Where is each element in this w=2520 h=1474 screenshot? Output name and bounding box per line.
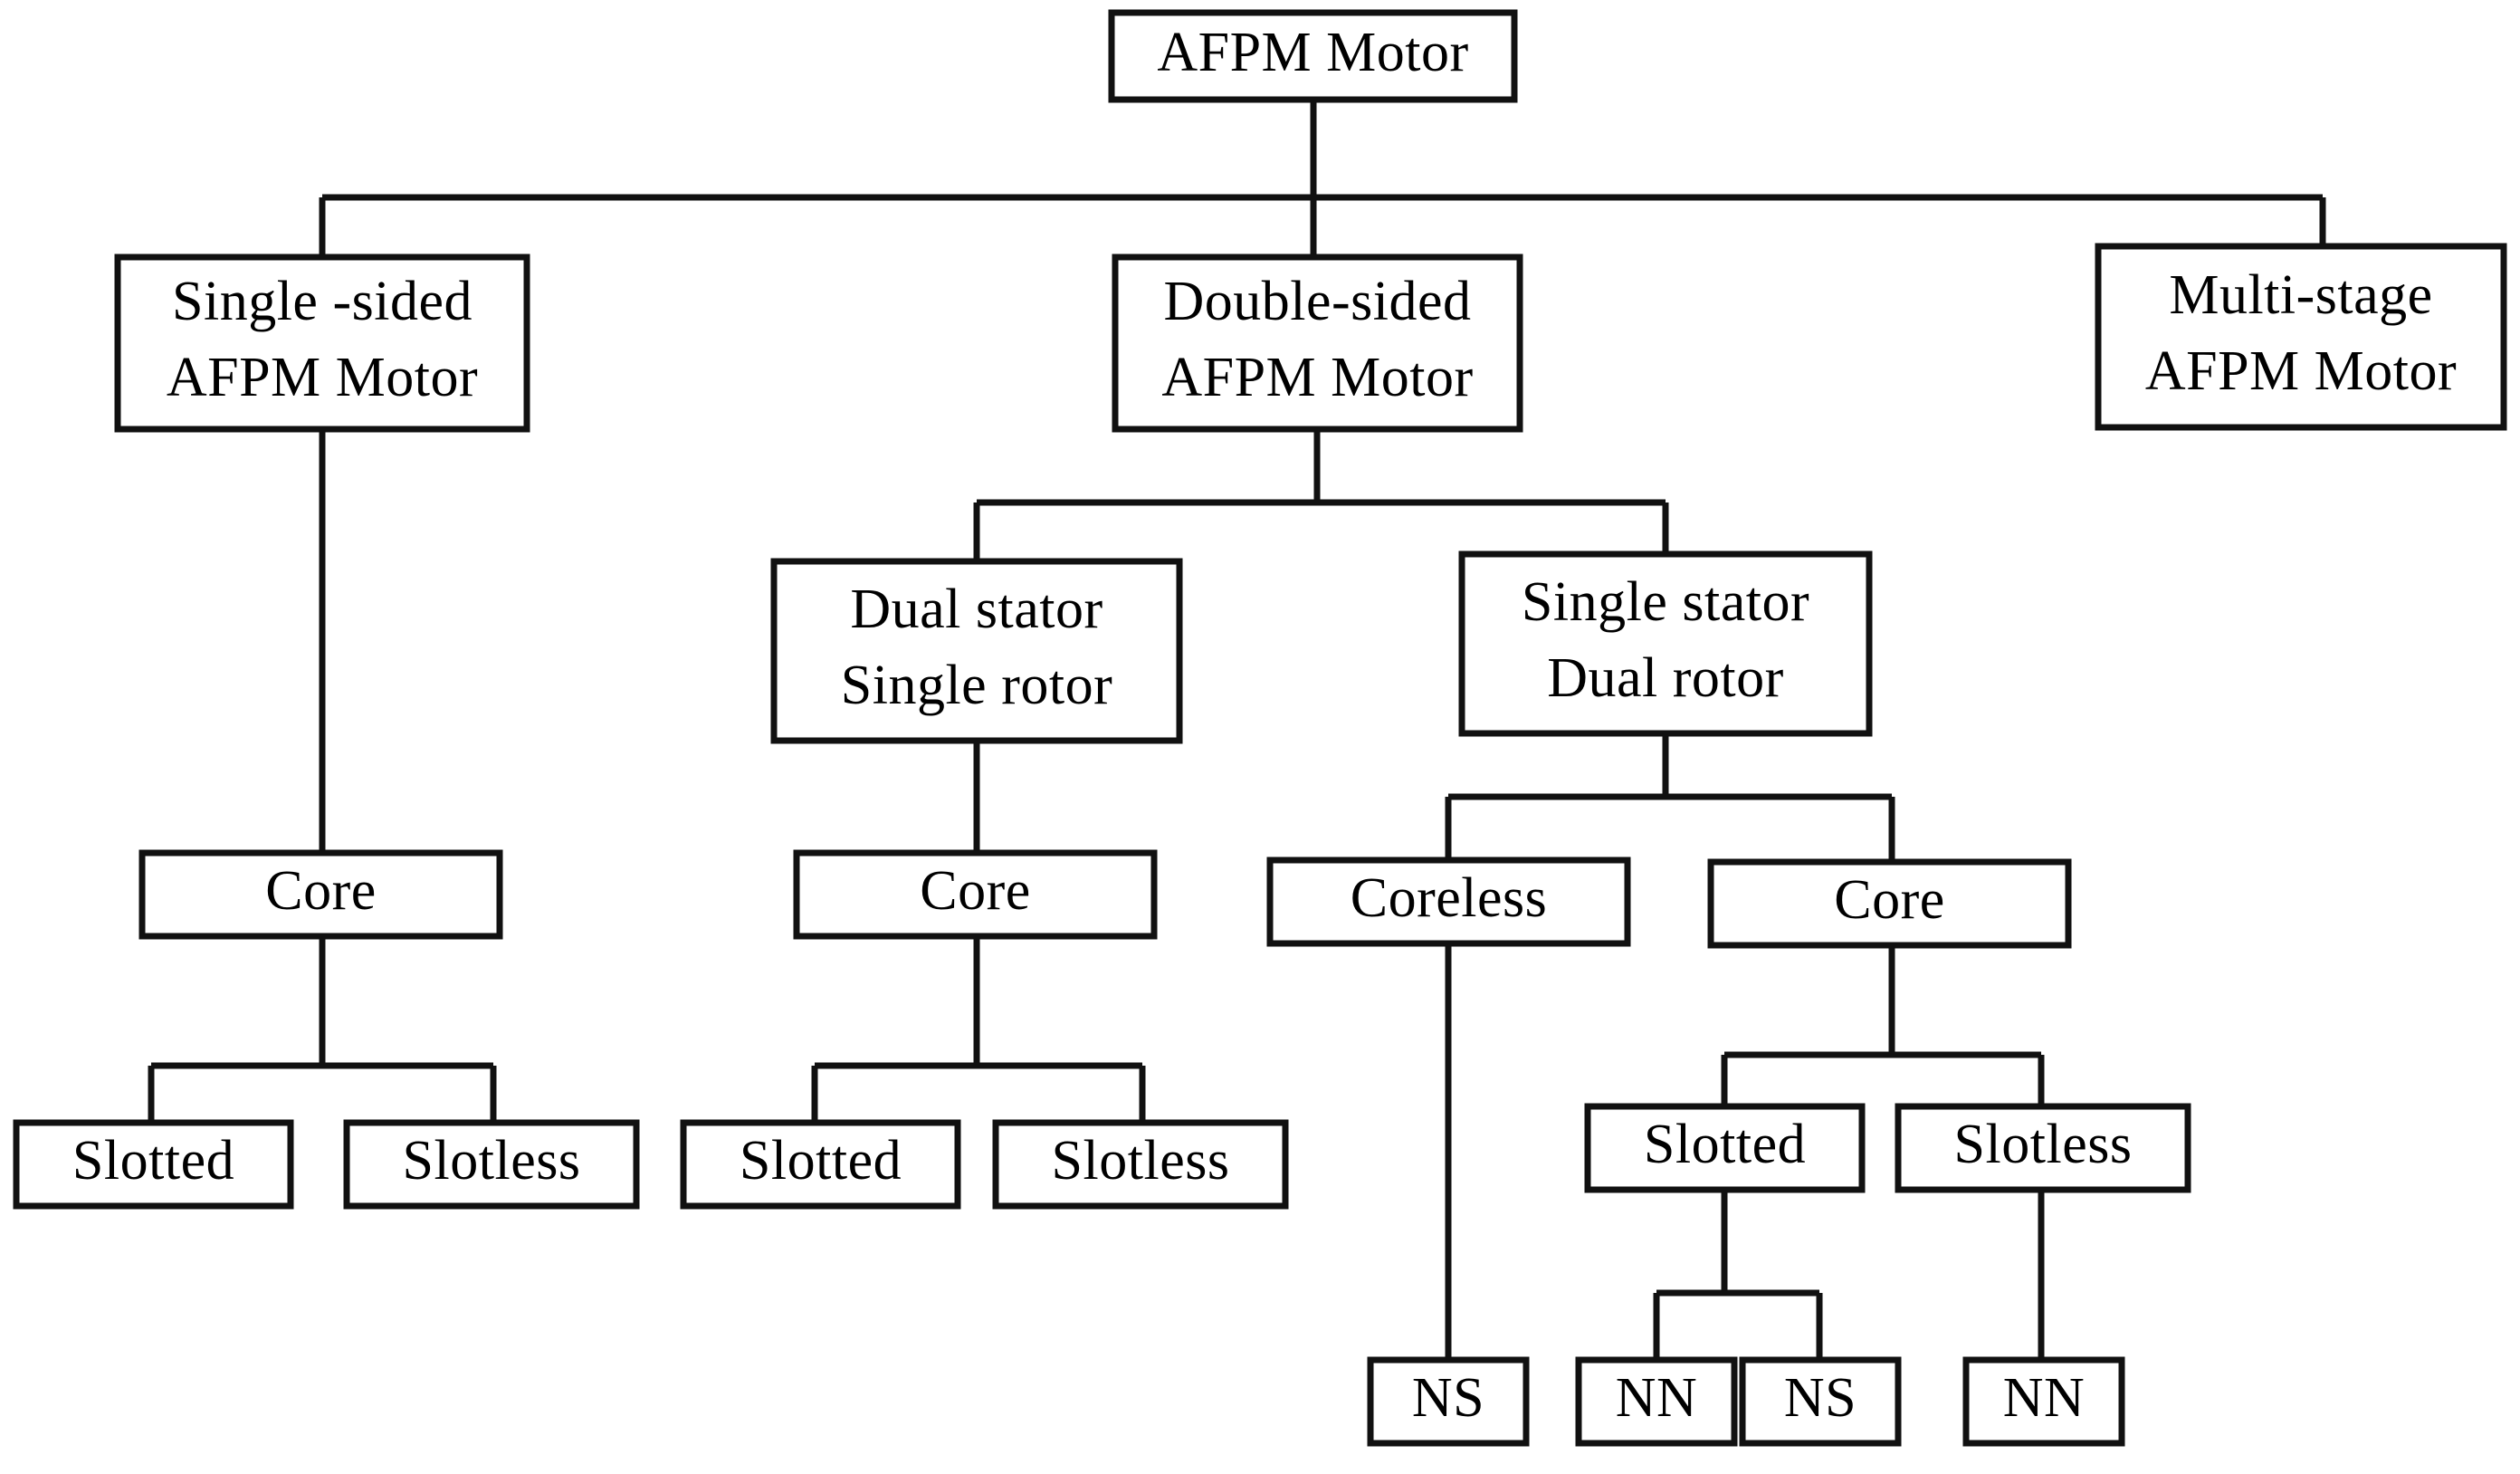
node-label-double-sided-line2: AFPM Motor xyxy=(1161,347,1473,408)
node-slotless-right[interactable]: Slotless xyxy=(1895,1103,2191,1193)
node-label-nn-slotless: NN xyxy=(2003,1367,2086,1429)
node-slotted-right[interactable]: Slotted xyxy=(1584,1103,1866,1193)
node-slotted-left[interactable]: Slotted xyxy=(13,1119,294,1210)
node-label-single-stator-dual-rotor-line2: Dual rotor xyxy=(1547,647,1784,709)
node-box-slotted-left[interactable] xyxy=(13,1119,294,1210)
node-coreless[interactable]: Coreless xyxy=(1266,857,1631,947)
node-box-nn-slotted[interactable] xyxy=(1575,1356,1738,1447)
node-label-slotted-right: Slotted xyxy=(1644,1114,1806,1175)
node-box-nn-slotless[interactable] xyxy=(1962,1356,2125,1447)
node-label-core-right: Core xyxy=(1834,869,1945,931)
node-label-ns-coreless: NS xyxy=(1412,1367,1484,1429)
node-label-slotted-left: Slotted xyxy=(72,1130,234,1192)
node-box-slotted-mid[interactable] xyxy=(680,1119,961,1210)
node-label-coreless: Coreless xyxy=(1351,867,1548,929)
node-label-single-sided-line1: Single -sided xyxy=(172,271,472,332)
node-core-left[interactable]: Core xyxy=(138,849,503,940)
node-box-double-sided[interactable] xyxy=(1112,254,1523,433)
node-label-slotless-right: Slotless xyxy=(1954,1114,2133,1175)
node-box-core-right[interactable] xyxy=(1707,858,2072,949)
node-box-slotless-mid[interactable] xyxy=(992,1119,1289,1210)
node-slotted-mid[interactable]: Slotted xyxy=(680,1119,961,1210)
node-label-multi-stage-line1: Multi-stage xyxy=(2169,264,2432,326)
node-label-core-mid: Core xyxy=(920,860,1031,922)
node-box-single-sided[interactable] xyxy=(114,254,530,433)
node-box-coreless[interactable] xyxy=(1266,857,1631,947)
node-label-root: AFPM Motor xyxy=(1157,22,1468,83)
node-root[interactable]: AFPM Motor xyxy=(1108,9,1518,103)
node-box-multi-stage[interactable] xyxy=(2095,243,2507,431)
node-box-slotted-right[interactable] xyxy=(1584,1103,1866,1193)
node-label-slotless-left: Slotless xyxy=(403,1130,581,1192)
node-nn-slotless[interactable]: NN xyxy=(1962,1356,2125,1447)
node-label-slotted-mid: Slotted xyxy=(740,1130,902,1192)
node-box-single-stator-dual-rotor[interactable] xyxy=(1458,550,1873,737)
node-slotless-left[interactable]: Slotless xyxy=(343,1119,640,1210)
node-label-nn-slotted: NN xyxy=(1616,1367,1698,1429)
node-box-core-left[interactable] xyxy=(138,849,503,940)
connector-lines-group xyxy=(148,100,2326,1360)
node-box-slotless-right[interactable] xyxy=(1895,1103,2191,1193)
node-label-single-stator-dual-rotor-line1: Single stator xyxy=(1522,571,1809,633)
node-label-slotless-mid: Slotless xyxy=(1052,1130,1230,1192)
node-label-dual-stator-single-rotor-line1: Dual stator xyxy=(850,579,1102,640)
node-box-ns-slotted[interactable] xyxy=(1739,1356,1902,1447)
node-label-double-sided-line1: Double-sided xyxy=(1163,271,1471,332)
node-box-core-mid[interactable] xyxy=(793,849,1158,940)
node-slotless-mid[interactable]: Slotless xyxy=(992,1119,1289,1210)
node-core-mid[interactable]: Core xyxy=(793,849,1158,940)
node-label-dual-stator-single-rotor-line2: Single rotor xyxy=(841,655,1112,716)
node-label-ns-slotted: NS xyxy=(1784,1367,1857,1429)
node-box-dual-stator-single-rotor[interactable] xyxy=(770,558,1183,744)
node-label-multi-stage-line2: AFPM Motor xyxy=(2145,340,2457,402)
node-ns-slotted[interactable]: NS xyxy=(1739,1356,1902,1447)
node-ns-coreless[interactable]: NS xyxy=(1367,1356,1530,1447)
node-nn-slotted[interactable]: NN xyxy=(1575,1356,1738,1447)
node-label-single-sided-line2: AFPM Motor xyxy=(167,347,478,408)
node-core-right[interactable]: Core xyxy=(1707,858,2072,949)
node-box-ns-coreless[interactable] xyxy=(1367,1356,1530,1447)
node-box-slotless-left[interactable] xyxy=(343,1119,640,1210)
node-label-core-left: Core xyxy=(265,860,377,922)
node-box-root[interactable] xyxy=(1108,9,1518,103)
